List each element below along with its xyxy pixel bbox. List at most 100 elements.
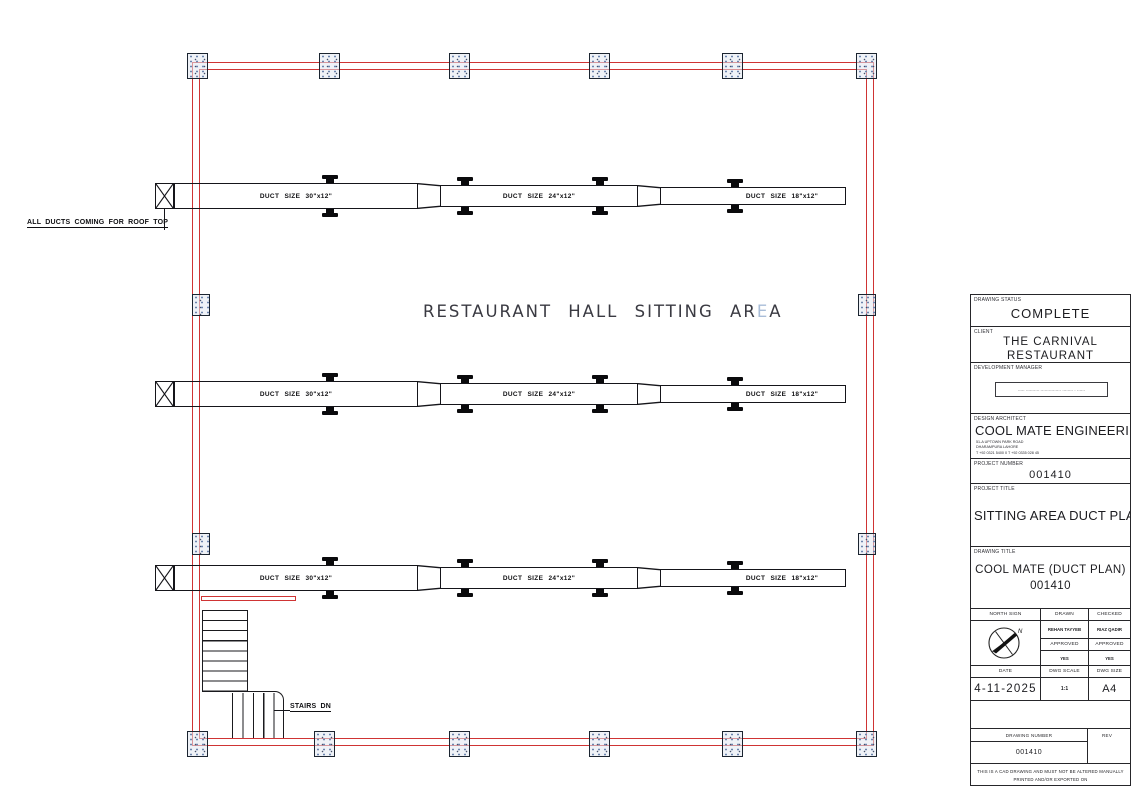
red-marker-line xyxy=(201,596,296,601)
duct-run-top: DUCT SIZE 30"x12" DUCT SIZE 24"x12" DUCT… xyxy=(155,175,847,217)
duct-transition xyxy=(637,185,661,207)
duct-size-label: DUCT SIZE 30"x12" xyxy=(259,574,333,582)
duct-fitting-icon xyxy=(592,177,608,185)
duct-fitting-icon xyxy=(727,587,743,595)
field-label: DRAWING STATUS xyxy=(974,296,1022,303)
duct-fitting-icon xyxy=(457,207,473,215)
field-label: PROJECT TITLE xyxy=(974,485,1015,492)
size-value: A4 xyxy=(1102,683,1117,695)
approval-table: NORTH SIGN N DATE 4-11-2025 DRAWN REHAN … xyxy=(971,609,1130,701)
column xyxy=(858,294,876,316)
hall-title: RESTAURANT HALL SITTING AREA xyxy=(423,302,783,321)
client-name-line1: THE CARNIVAL xyxy=(1003,336,1098,348)
project-title-field: PROJECT TITLE SITTING AREA DUCT PLAN xyxy=(971,484,1130,547)
duct-section-30x12: DUCT SIZE 30"x12" xyxy=(174,381,418,407)
signature-box-text: ----- ---------- --------------- -------… xyxy=(1017,387,1086,392)
client-name-line2: RESTAURANT xyxy=(1006,350,1095,363)
column xyxy=(856,731,877,757)
duct-run-bottom: DUCT SIZE 30"x12" DUCT SIZE 24"x12" DUCT… xyxy=(155,557,847,599)
duct-section-30x12: DUCT SIZE 30"x12" xyxy=(174,183,418,209)
architect-address-line: T +92 0321 5400 0 T +92 0335 028 45 xyxy=(976,450,1039,455)
field-label: CLIENT xyxy=(974,328,993,335)
duct-fitting-icon xyxy=(727,403,743,411)
duct-inlet-box-icon xyxy=(155,183,174,209)
duct-fitting-icon xyxy=(322,407,338,415)
duct-size-label: DUCT SIZE 24"x12" xyxy=(502,390,576,398)
duct-fitting-icon xyxy=(727,205,743,213)
duct-fitting-icon xyxy=(592,405,608,413)
duct-fitting-icon xyxy=(727,561,743,569)
drawing-title-line2: 001410 xyxy=(1030,579,1071,592)
approved-value: YES xyxy=(1089,651,1130,666)
duct-size-label: DUCT SIZE 18"x12" xyxy=(745,192,819,200)
duct-fitting-icon xyxy=(727,179,743,187)
duct-fitting-icon xyxy=(592,207,608,215)
duct-transition xyxy=(637,567,661,589)
north-letter: N xyxy=(1018,629,1023,635)
duct-fitting-icon xyxy=(592,559,608,567)
leader-line xyxy=(164,209,166,230)
duct-size-label: DUCT SIZE 24"x12" xyxy=(502,574,576,582)
duct-fitting-icon xyxy=(457,589,473,597)
field-label: DRAWING TITLE xyxy=(974,548,1016,555)
duct-transition xyxy=(417,183,441,209)
drawing-title-field: DRAWING TITLE COOL MATE (DUCT PLAN) 0014… xyxy=(971,547,1130,609)
duct-fitting-icon xyxy=(457,405,473,413)
duct-fitting-icon xyxy=(322,373,338,381)
stairs-note: STAIRS DN xyxy=(290,703,332,712)
outer-wall-line xyxy=(192,62,874,746)
project-number-field: PROJECT NUMBER 001410 xyxy=(971,459,1130,484)
size-label: DWG SIZE xyxy=(1089,666,1130,678)
disclaimer-line1: THIS IS A CAD DRAWING AND MUST NOT BE AL… xyxy=(977,769,1124,774)
column xyxy=(192,533,210,555)
design-architect-field: DESIGN ARCHITECT COOL MATE ENGINEERING 5… xyxy=(971,414,1130,459)
duct-size-label: DUCT SIZE 18"x12" xyxy=(745,390,819,398)
inner-wall-line xyxy=(199,69,867,739)
duct-fitting-icon xyxy=(322,557,338,565)
drawing-status-value: COMPLETE xyxy=(1010,306,1091,321)
approved-label: APPROVED xyxy=(1041,639,1088,651)
duct-section-18x12: DUCT SIZE 18"x12" xyxy=(660,187,846,205)
stairs-upper-flight xyxy=(202,610,248,692)
duct-fitting-icon xyxy=(592,375,608,383)
duct-transition xyxy=(637,383,661,405)
drawn-value: REHAN TAYYEB xyxy=(1041,621,1088,639)
drawing-status-field: DRAWING STATUS COMPLETE xyxy=(971,295,1130,327)
drawn-label: DRAWN xyxy=(1041,609,1088,621)
column xyxy=(449,53,470,79)
field-label: PROJECT NUMBER xyxy=(974,460,1024,467)
drawing-number-field: DRAWING NUMBER 001410 REV xyxy=(971,729,1130,764)
project-number-value: 001410 xyxy=(1029,469,1072,481)
duct-fitting-icon xyxy=(457,375,473,383)
empty-cell xyxy=(971,701,1130,729)
architect-address-line: 51-A UPTOWN PARK ROAD xyxy=(976,439,1024,444)
field-label: DESIGN ARCHITECT xyxy=(974,415,1027,422)
duct-section-30x12: DUCT SIZE 30"x12" xyxy=(174,565,418,591)
field-label: DEVELOPMENT MANAGER xyxy=(974,364,1043,371)
date-value: 4-11-2025 xyxy=(974,683,1037,695)
drawing-number-label: DRAWING NUMBER xyxy=(971,729,1087,742)
duct-fitting-icon xyxy=(322,591,338,599)
north-sign-label: NORTH SIGN xyxy=(971,609,1040,621)
duct-section-18x12: DUCT SIZE 18"x12" xyxy=(660,385,846,403)
column xyxy=(589,53,610,79)
checked-label: CHECKED xyxy=(1089,609,1130,621)
title-block: DRAWING STATUS COMPLETE CLIENT THE CARNI… xyxy=(970,294,1131,786)
scale-value: 1:1 xyxy=(1060,686,1069,692)
architect-address-line: DHARAMPURA LAHORE xyxy=(976,445,1019,450)
leader-line xyxy=(274,710,290,712)
column xyxy=(192,294,210,316)
duct-transition xyxy=(417,565,441,591)
duct-size-label: DUCT SIZE 24"x12" xyxy=(502,192,576,200)
duct-fitting-icon xyxy=(322,175,338,183)
duct-size-label: DUCT SIZE 30"x12" xyxy=(259,192,333,200)
roof-duct-note: ALL DUCTS COMING FOR ROOF TOP xyxy=(27,219,169,228)
duct-fitting-icon xyxy=(592,589,608,597)
duct-fitting-icon xyxy=(457,559,473,567)
client-field: CLIENT THE CARNIVAL RESTAURANT xyxy=(971,327,1130,363)
column xyxy=(722,731,743,757)
column xyxy=(589,731,610,757)
architect-name: COOL MATE ENGINEERING xyxy=(975,423,1130,438)
column xyxy=(449,731,470,757)
north-sign-icon: N xyxy=(971,621,1040,666)
